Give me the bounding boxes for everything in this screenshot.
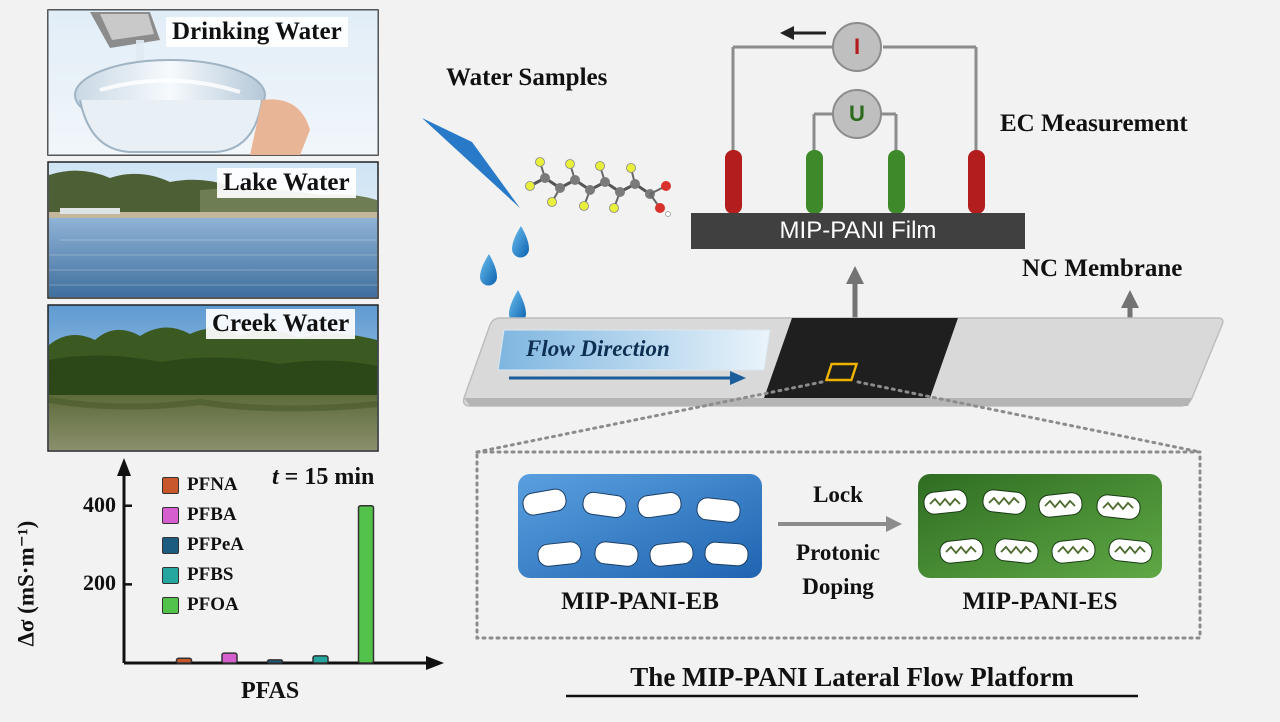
bar-pfba <box>221 652 238 664</box>
legend-label: PFBS <box>187 564 234 585</box>
lock-label: Lock <box>813 482 863 507</box>
flow-direction-label: Flow Direction <box>526 336 670 361</box>
voltage-symbol: U <box>849 101 865 126</box>
zoom-box <box>475 450 1202 640</box>
mip-pani-eb-label: MIP-PANI-EB <box>561 588 719 615</box>
water-drop-icon <box>509 290 526 323</box>
legend-item: PFPeA <box>162 533 244 557</box>
lake-water-label: Lake Water <box>217 168 356 198</box>
water-drop-icon <box>480 254 497 286</box>
water-samples-label: Water Samples <box>446 64 608 91</box>
water-drop-icon <box>512 226 529 258</box>
legend-swatch <box>162 536 179 554</box>
electrode-red <box>968 150 985 214</box>
legend-swatch <box>162 596 179 614</box>
transition-arrow <box>886 516 902 532</box>
flow-arrow <box>730 371 746 385</box>
current-direction-arrow <box>780 26 794 40</box>
embedded-pfas-icon <box>929 496 1146 555</box>
pfas-molecule-icon <box>525 157 671 217</box>
time-variable: t <box>272 464 279 490</box>
legend-label: PFOA <box>187 594 239 615</box>
bar-pfoa <box>357 504 375 664</box>
bar-chart <box>117 458 444 670</box>
creek-water-label: Creek Water <box>206 309 356 339</box>
bar-pfbs <box>312 655 329 664</box>
x-axis-label: PFAS <box>241 678 300 704</box>
y-axis-label: Δσ (mS·m⁻¹) <box>13 520 39 647</box>
flow-direction-box <box>497 329 771 371</box>
pipette-tip-icon <box>422 118 520 208</box>
legend-item: PFBA <box>162 503 237 527</box>
time-value: = 15 min <box>278 464 375 490</box>
legend-item: PFOA <box>162 593 239 617</box>
drinking-water-label: Drinking Water <box>166 17 348 47</box>
legend-item: PFNA <box>162 473 238 497</box>
voltmeter-icon <box>832 89 882 139</box>
y-tick-label: 400 <box>83 491 116 517</box>
protonic-label: Protonic <box>796 540 880 565</box>
bar-pfna <box>175 657 193 664</box>
ec-circuit <box>725 22 985 214</box>
legend-label: PFBA <box>187 504 237 525</box>
mip-pani-es-label: MIP-PANI-ES <box>962 588 1118 615</box>
electrode-green <box>888 150 905 214</box>
legend-swatch <box>162 566 179 584</box>
zoom-region-marker <box>824 362 859 382</box>
platform-title: The MIP-PANI Lateral Flow Platform <box>630 662 1074 692</box>
doping-label: Doping <box>802 574 874 599</box>
time-annotation: t = 15 min <box>272 464 374 491</box>
current-symbol: I <box>853 34 861 59</box>
creek-water-photo <box>47 304 379 452</box>
bar-pfpea <box>266 659 284 664</box>
film-label: MIP-PANI Film <box>779 217 937 244</box>
y-tick-label: 200 <box>83 570 116 596</box>
ammeter-icon <box>832 22 882 72</box>
lateral-flow-strip <box>462 317 1224 407</box>
legend-swatch <box>162 506 179 524</box>
test-zone <box>764 318 958 398</box>
electrode-green <box>806 150 823 214</box>
legend-label: PFNA <box>187 474 238 495</box>
electrode-red <box>725 150 742 214</box>
mip-pani-film <box>691 213 1025 249</box>
legend-swatch <box>162 476 179 494</box>
ec-measurement-label: EC Measurement <box>1000 110 1188 137</box>
legend-item: PFBS <box>162 563 233 587</box>
nc-membrane-label: NC Membrane <box>1022 255 1183 282</box>
legend-label: PFPeA <box>187 534 244 555</box>
